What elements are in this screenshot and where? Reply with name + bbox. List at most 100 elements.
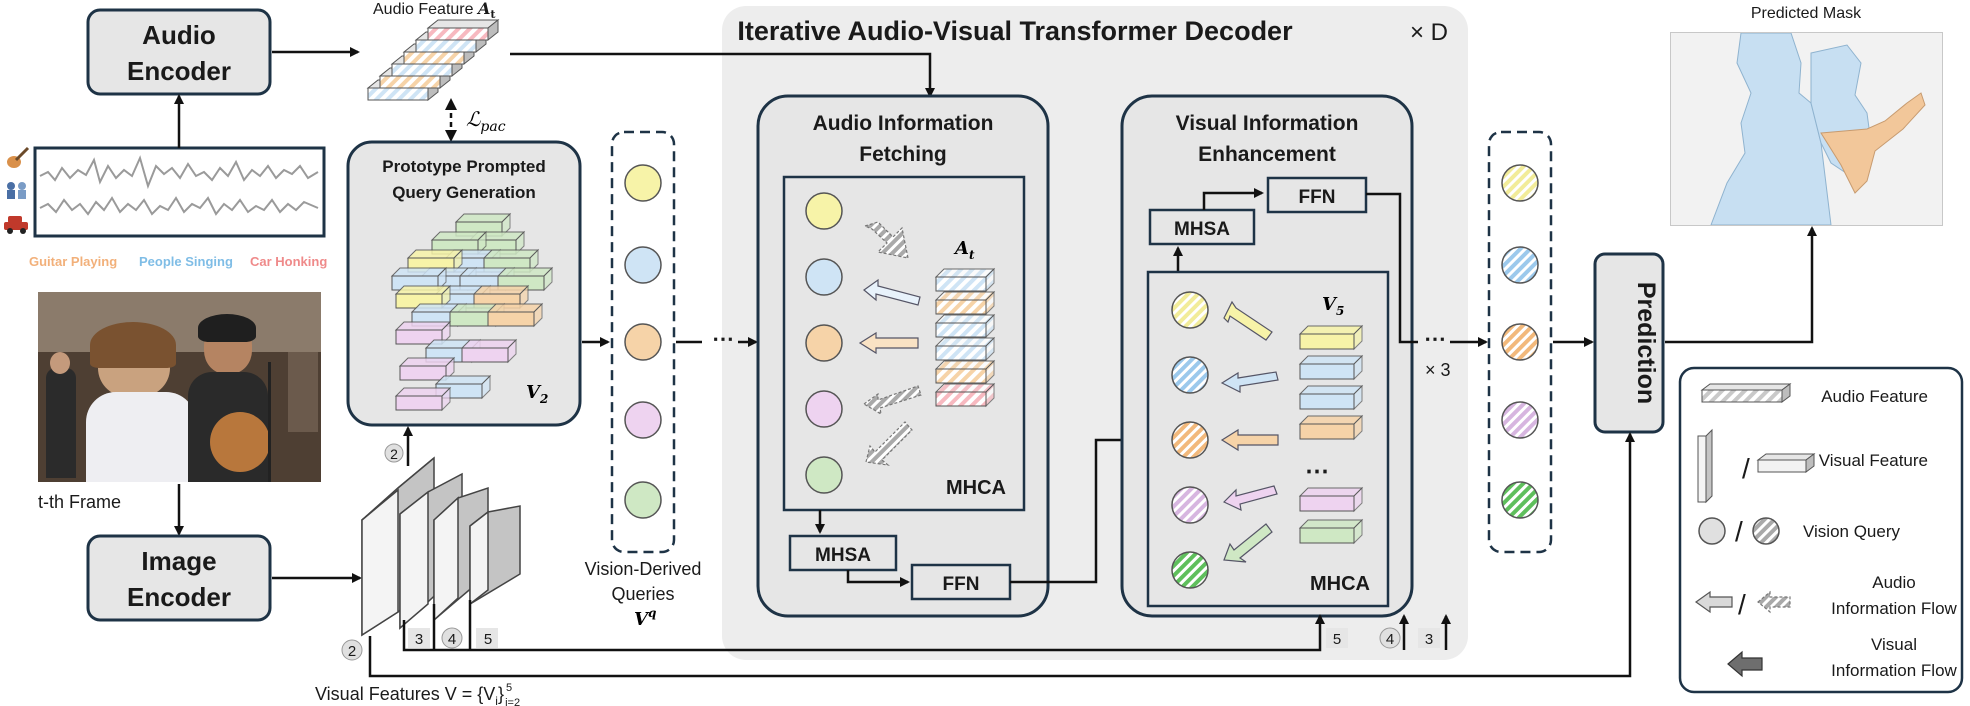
legend-query-plain xyxy=(1698,517,1726,545)
repeat-d-label: × D xyxy=(1410,19,1448,46)
aif-feature: At xyxy=(953,238,975,262)
prototype-block xyxy=(398,356,456,382)
aif-ffn-label: FFN xyxy=(943,574,980,595)
legend-visual-flow-1: Visual xyxy=(1871,635,1917,654)
prediction-label: Prediction xyxy=(1632,282,1660,404)
scale-label-4: 4 xyxy=(448,631,456,648)
vie-mhsa-label: MHSA xyxy=(1174,219,1230,240)
decoder-title: Iterative Audio-Visual Transformer Decod… xyxy=(737,16,1293,46)
legend-visual-flow-arrow xyxy=(1727,650,1763,678)
sound-label-guitar: Guitar Playing xyxy=(29,254,117,269)
scale-label-3b: 3 xyxy=(1425,631,1433,648)
prototype-block xyxy=(394,386,452,412)
scale-label-2: 2 xyxy=(348,643,356,660)
ppqg-label-1: Prototype Prompted xyxy=(382,157,545,176)
visual-feature-maps xyxy=(361,456,521,637)
legend-audio-flow-arrows xyxy=(1694,590,1791,614)
waveform-box xyxy=(33,146,326,238)
audio-flow-arrows xyxy=(858,221,922,466)
dots-2: ⋯ xyxy=(1424,326,1446,351)
visual-feature-block xyxy=(1298,486,1364,513)
query-circle-green xyxy=(624,481,662,519)
dots-1: ⋯ xyxy=(712,326,734,351)
aif-mhsa-label: MHSA xyxy=(815,545,871,566)
prototype-block xyxy=(394,320,452,346)
scale-label-5b: 5 xyxy=(1333,631,1341,648)
vie-ffn-label: FFN xyxy=(1299,187,1336,208)
aif-ffn-box xyxy=(910,563,1012,601)
query-circle-yellow xyxy=(624,164,662,202)
aif-mhsa-box xyxy=(788,534,898,572)
aif-label-2: Fetching xyxy=(859,143,947,166)
waveform-bottom xyxy=(39,196,319,216)
legend-audio-feature: Audio Feature xyxy=(1821,387,1928,406)
vie-visual-stack xyxy=(1298,324,1364,545)
vie-mhsa-box xyxy=(1148,208,1256,246)
vie-mhca-label: MHCA xyxy=(1310,573,1370,595)
vie-feature: V5 xyxy=(1322,294,1344,318)
audio-feature-block xyxy=(934,336,996,362)
legend-visual-feature: Visual Feature xyxy=(1819,451,1928,470)
loss-label: ℒpac xyxy=(466,107,506,135)
frame-photo xyxy=(38,292,321,482)
query-circle-orange xyxy=(624,323,662,361)
sound-label-car: Car Honking xyxy=(250,254,327,269)
guitar-icon xyxy=(7,146,30,168)
vie-dots: ⋯ xyxy=(1305,458,1329,485)
prototype-block xyxy=(486,302,544,328)
waveform-top xyxy=(39,155,319,190)
queries-label-1: Vision-Derived xyxy=(585,559,702,579)
aif-mhca-label: MHCA xyxy=(946,477,1006,499)
audio-encoder-label-1: Audio xyxy=(142,20,216,50)
scale-label-5: 5 xyxy=(484,631,492,648)
legend-audio-flow-2: Information Flow xyxy=(1831,599,1957,618)
legend-query-striped xyxy=(1752,517,1780,545)
legend-slash-1: / xyxy=(1742,453,1750,484)
queries-symbol: Vq xyxy=(634,606,656,630)
audio-feature-block xyxy=(934,267,996,293)
query-circle-purple xyxy=(624,401,662,439)
legend-visual-flow-2: Information Flow xyxy=(1831,661,1957,680)
audio-feature-label: Audio Feature At xyxy=(373,0,496,21)
audio-feature-block xyxy=(934,290,996,316)
visual-feature-block xyxy=(1298,354,1364,381)
legend-box xyxy=(1678,366,1964,694)
predicted-mask-label: Predicted Mask xyxy=(1751,5,1862,22)
visual-flow-arrows xyxy=(1220,300,1279,563)
visual-feature-block xyxy=(1298,384,1364,411)
query-circle-blue xyxy=(624,246,662,284)
ppqg-prototype-blocks xyxy=(390,212,554,412)
visual-feature-block xyxy=(1298,518,1364,545)
prototype-block xyxy=(460,338,518,364)
queries-label-2: Queries xyxy=(611,584,674,604)
vie-label-2: Enhancement xyxy=(1198,143,1336,166)
singer-icon xyxy=(7,182,26,199)
legend-slash-3: / xyxy=(1738,589,1746,620)
visual-feature-block xyxy=(1298,324,1364,351)
aif-audio-stack xyxy=(934,267,996,408)
audio-encoder-label-2: Encoder xyxy=(127,56,231,86)
audio-feature-stack xyxy=(366,18,500,102)
audio-feature-block xyxy=(934,359,996,385)
visual-feature-block xyxy=(1298,414,1364,441)
image-encoder-label-1: Image xyxy=(141,546,216,576)
legend-audio-flow-1: Audio xyxy=(1872,573,1915,592)
scale-label-3: 3 xyxy=(415,631,423,648)
car-icon xyxy=(4,216,28,234)
vie-ffn-box xyxy=(1266,176,1368,214)
scale-label-to-ppqg: 2 xyxy=(390,446,398,462)
sound-label-singing: People Singing xyxy=(139,254,233,269)
audio-feature-block xyxy=(934,382,996,408)
image-encoder-box xyxy=(86,534,272,622)
ppqg-label-2: Query Generation xyxy=(392,183,536,202)
ppqg-feature: V2 xyxy=(526,382,548,406)
scale-label-4b: 4 xyxy=(1386,631,1394,648)
legend-audio-feature-swatch xyxy=(1700,383,1792,403)
predicted-mask-image xyxy=(1670,32,1943,226)
frame-label: t-th Frame xyxy=(38,492,121,512)
times-3-label: × 3 xyxy=(1425,360,1451,380)
aif-label-1: Audio Information xyxy=(813,112,994,135)
image-encoder-label-2: Encoder xyxy=(127,582,231,612)
legend-slash-2: / xyxy=(1735,516,1743,547)
